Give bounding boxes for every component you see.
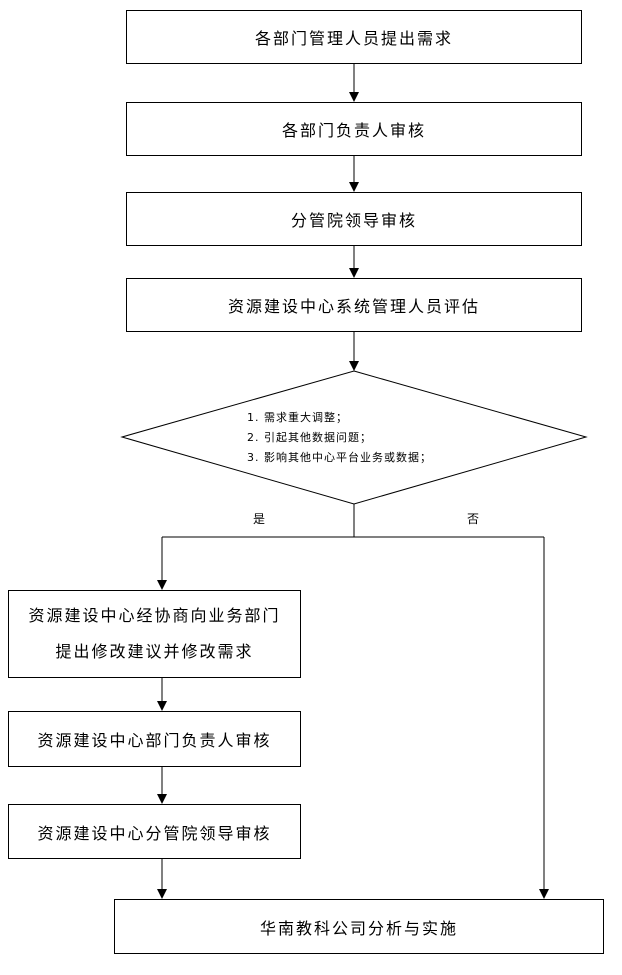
- yes-step-negotiate-modify-line1: 资源建设中心经协商向业务部门: [28, 606, 281, 625]
- yes-step-negotiate-modify-line2: 提出修改建议并修改需求: [55, 642, 254, 661]
- yes-step-center-head-review-label: 资源建设中心部门负责人审核: [37, 731, 272, 750]
- yes-label: 是: [253, 512, 266, 526]
- step-leader-review: 分管院领导审核: [126, 192, 582, 246]
- step-leader-review-label: 分管院领导审核: [290, 211, 417, 230]
- step-department-head-review-label: 各部门负责人审核: [281, 121, 426, 140]
- decision-condition-3: 3. 影响其他中心平台业务或数据；: [247, 451, 432, 464]
- decision-condition-2: 2. 引起其他数据问题；: [247, 431, 372, 444]
- yes-step-negotiate-modify: 资源建设中心经协商向业务部门 提出修改建议并修改需求: [8, 590, 301, 678]
- decision-conditions: 1. 需求重大调整； 2. 引起其他数据问题； 3. 影响其他中心平台业务或数据…: [247, 408, 432, 468]
- no-label: 否: [467, 512, 480, 526]
- step-department-head-review: 各部门负责人审核: [126, 102, 582, 156]
- step-system-evaluation-label: 资源建设中心系统管理人员评估: [227, 297, 480, 316]
- yes-step-center-leader-review-label: 资源建设中心分管院领导审核: [37, 823, 272, 843]
- final-step-implementation: 华南教科公司分析与实施: [114, 899, 604, 954]
- yes-step-center-head-review: 资源建设中心部门负责人审核: [8, 711, 301, 767]
- step-department-request-label: 各部门管理人员提出需求: [254, 29, 453, 48]
- yes-step-center-leader-review: 资源建设中心分管院领导审核: [8, 804, 301, 859]
- step-department-request: 各部门管理人员提出需求: [126, 10, 582, 64]
- decision-condition-1: 1. 需求重大调整；: [247, 411, 348, 424]
- step-system-evaluation: 资源建设中心系统管理人员评估: [126, 278, 582, 332]
- final-step-implementation-label: 华南教科公司分析与实施: [259, 918, 458, 938]
